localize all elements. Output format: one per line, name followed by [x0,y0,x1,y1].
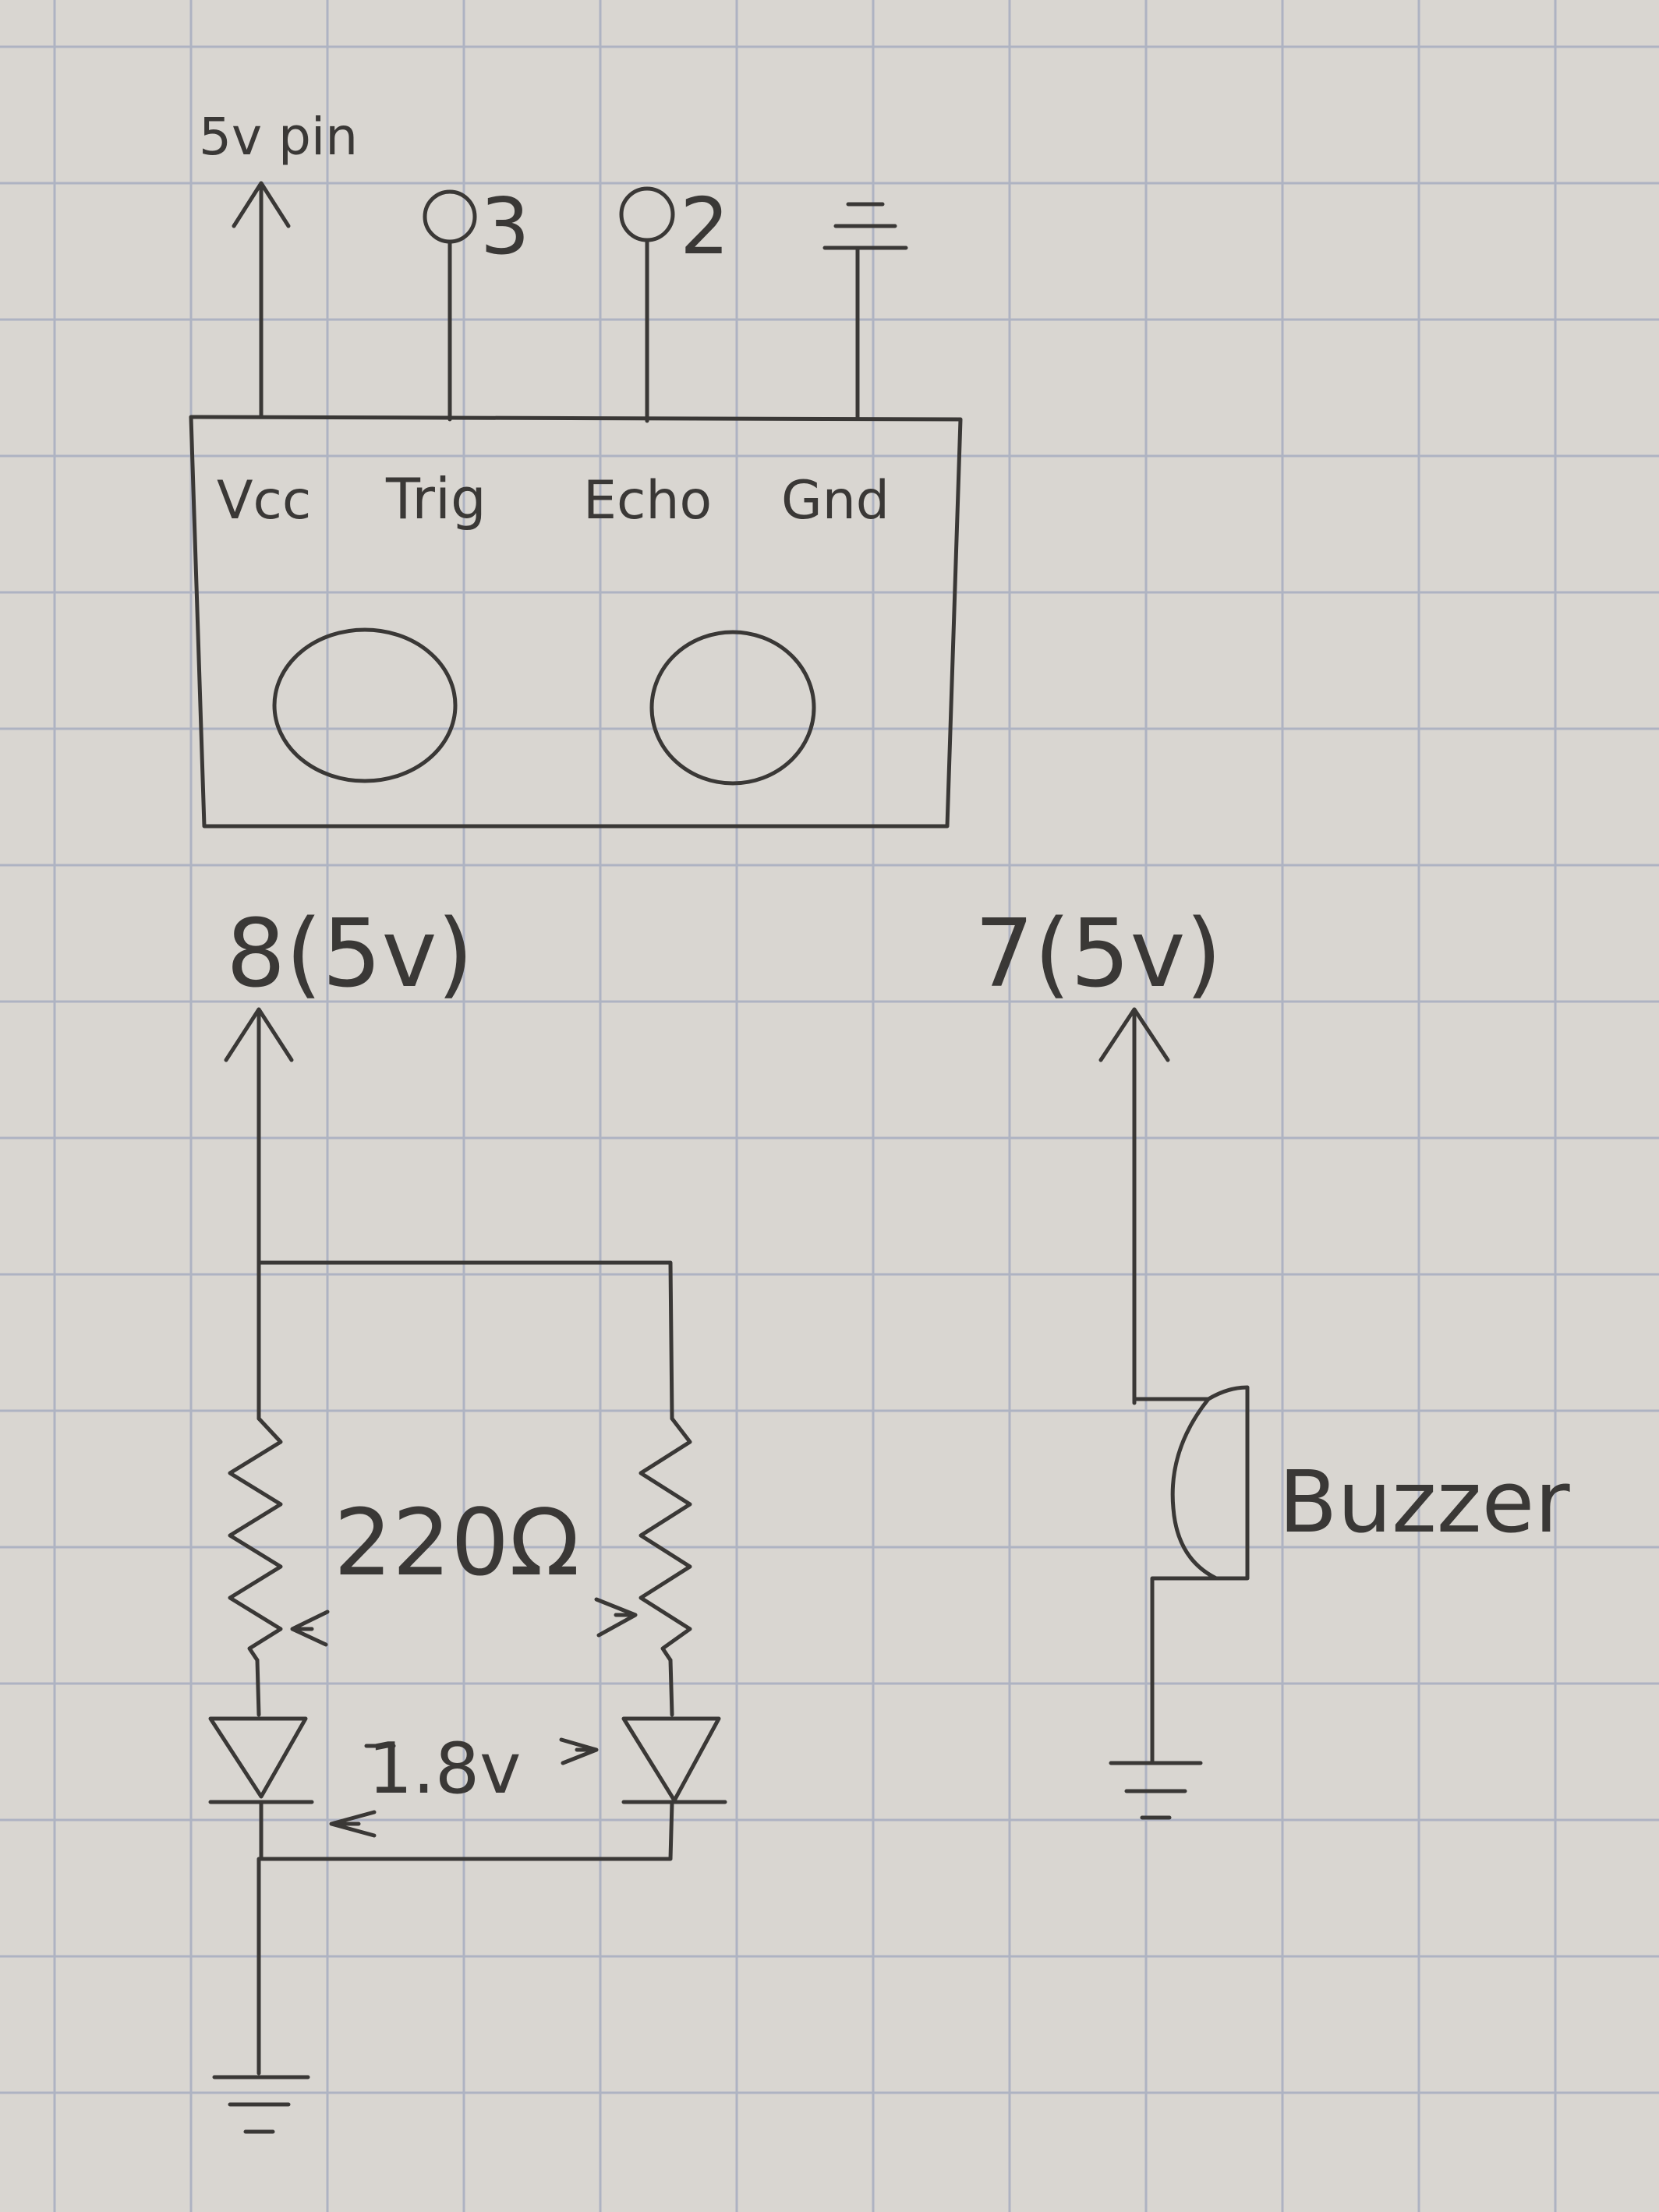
led-supply-label: 8(5v) [226,900,473,1009]
buzzer-icon [1170,1385,1250,1581]
right-led-icon [621,1716,727,1804]
led-forward-voltage-label: 1.8v [368,1728,521,1810]
right-branch-wire-lower [668,1658,674,1717]
led-ground-icon [212,1857,310,2134]
led-bottom-rail [259,1800,674,1861]
buzzer-output-wire [1150,1576,1219,1764]
transmitter-transducer-icon [272,627,458,783]
voltage-pointer-right-icon [559,1737,599,1765]
right-resistor-icon [638,1416,692,1663]
ultrasonic-sensor: 5v pin 3 2 Vcc Trig Echo Gnd [189,107,963,829]
voltage-pointer-left-icon [329,1810,377,1838]
led-supply-arrow-icon [224,1007,294,1265]
led-circuit: 8(5v) 220Ω 1.8v [208,900,727,2134]
pin-label-gnd: Gnd [781,470,890,532]
receiver-transducer-icon [649,630,816,786]
buzzer-label: Buzzer [1279,1452,1570,1552]
resistor-pointer-right-icon [594,1597,638,1638]
buzzer-circuit: 7(5v) Buzzer [975,900,1570,1820]
buzzer-ground-icon [1109,1761,1203,1820]
led-top-rail [256,1260,674,1421]
echo-pin-number: 2 [680,181,730,272]
pin-label-echo: Echo [583,470,712,532]
left-branch-wire-lower [255,1658,261,1717]
sensor-supply-label: 5v pin [199,107,358,167]
sensor-ground-icon [822,202,908,419]
trig-pin-number: 3 [480,181,530,272]
vcc-supply-arrow-icon [232,181,291,419]
left-resistor-icon [228,1416,283,1663]
pin-label-trig: Trig [385,466,486,532]
resistor-pointer-left-icon [290,1610,330,1647]
sensor-module-body [189,415,963,829]
buzzer-supply-label: 7(5v) [975,900,1222,1009]
buzzer-supply-arrow-icon [1098,1007,1170,1405]
resistor-value-label: 220Ω [334,1489,579,1596]
pin-label-vcc: Vcc [217,470,311,532]
